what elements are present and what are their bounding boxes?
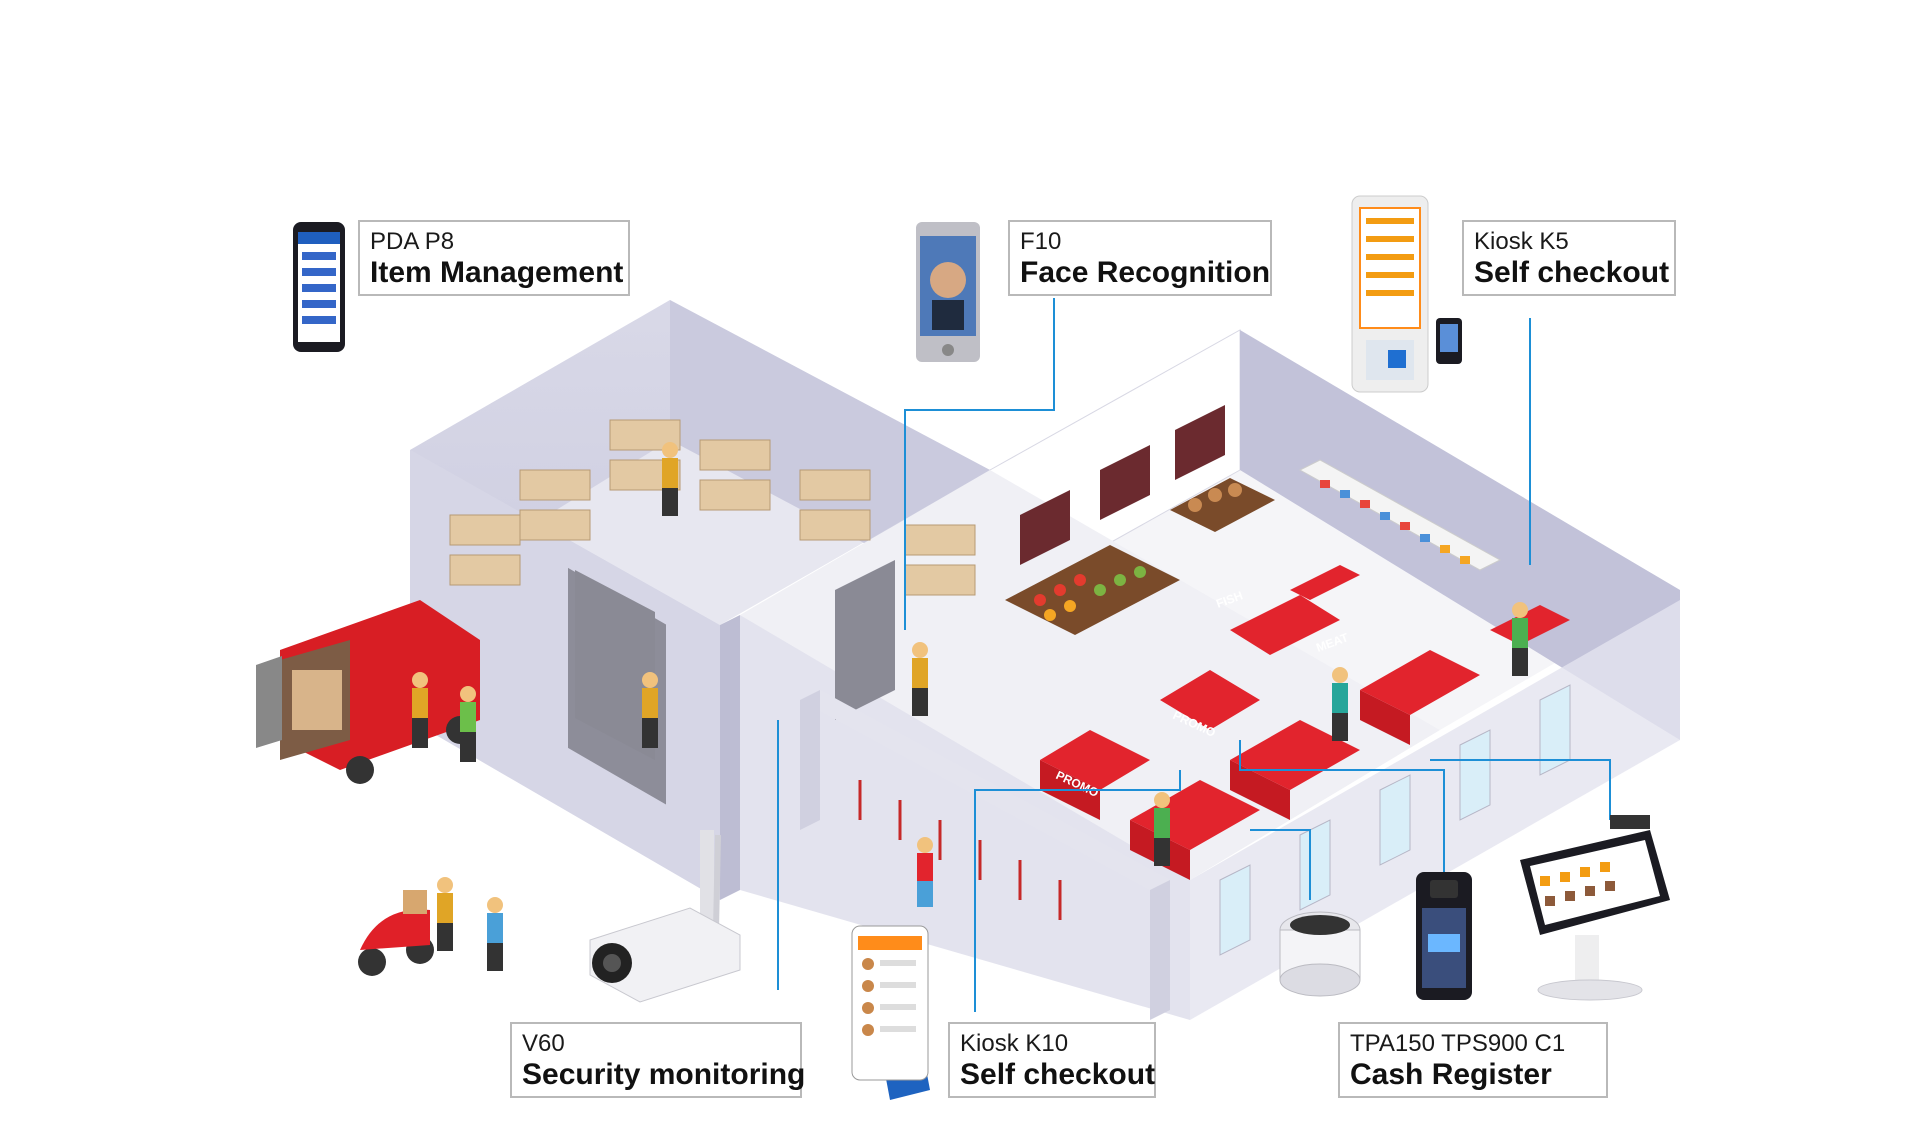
label-v60: V60 Security monitoring <box>510 1022 806 1098</box>
elevator-doors <box>575 560 895 760</box>
connector-lines <box>777 298 1611 1012</box>
delivery-scooter <box>358 890 434 976</box>
line-f10 <box>904 298 1055 630</box>
store-fixtures <box>1040 565 1570 880</box>
line-cash-2 <box>1250 829 1311 900</box>
label-k10-function: Self checkout <box>960 1058 1156 1091</box>
label-v60-function: Security monitoring <box>522 1058 806 1091</box>
label-kiosk-k10: Kiosk K10 Self checkout <box>948 1022 1156 1098</box>
self-checkout-kiosk-icon <box>1351 195 1462 393</box>
label-pda-model: PDA P8 <box>370 228 455 255</box>
label-pda-function: Item Management <box>370 256 624 289</box>
pda-device-icon <box>293 222 345 352</box>
warehouse-shelves <box>449 419 976 596</box>
grocery-shelves <box>1298 459 1502 571</box>
wall-vents <box>1020 405 1225 565</box>
security-camera-icon <box>589 830 741 1003</box>
label-v60-model: V60 <box>522 1030 565 1057</box>
label-pda-p8: PDA P8 Item Management <box>358 220 630 296</box>
label-k5-model: Kiosk K5 <box>1474 228 1569 255</box>
face-recognition-terminal-icon <box>916 222 980 362</box>
people <box>412 442 1528 971</box>
delivery-van <box>256 600 480 784</box>
label-f10-function: Face Recognition <box>1020 256 1271 289</box>
line-k10 <box>974 770 1181 1012</box>
produce-stands <box>1005 478 1275 635</box>
pos-terminal-icon <box>1416 872 1472 1000</box>
cash-register-icon <box>1520 815 1670 1001</box>
barcode-scanner-icon <box>1279 911 1361 997</box>
label-f10: F10 Face Recognition <box>1008 220 1272 296</box>
label-kiosk-k5: Kiosk K5 Self checkout <box>1462 220 1676 296</box>
label-cash-model: TPA150 TPS900 C1 <box>1350 1030 1566 1057</box>
label-cash-register: TPA150 TPS900 C1 Cash Register <box>1338 1022 1608 1098</box>
label-k5-function: Self checkout <box>1474 256 1670 289</box>
label-k10-model: Kiosk K10 <box>960 1030 1069 1057</box>
label-cash-function: Cash Register <box>1350 1058 1552 1091</box>
label-f10-model: F10 <box>1020 228 1062 255</box>
store-gates <box>1219 684 1571 956</box>
line-cash-3 <box>1430 759 1611 820</box>
tablet-kiosk-icon <box>851 925 930 1100</box>
